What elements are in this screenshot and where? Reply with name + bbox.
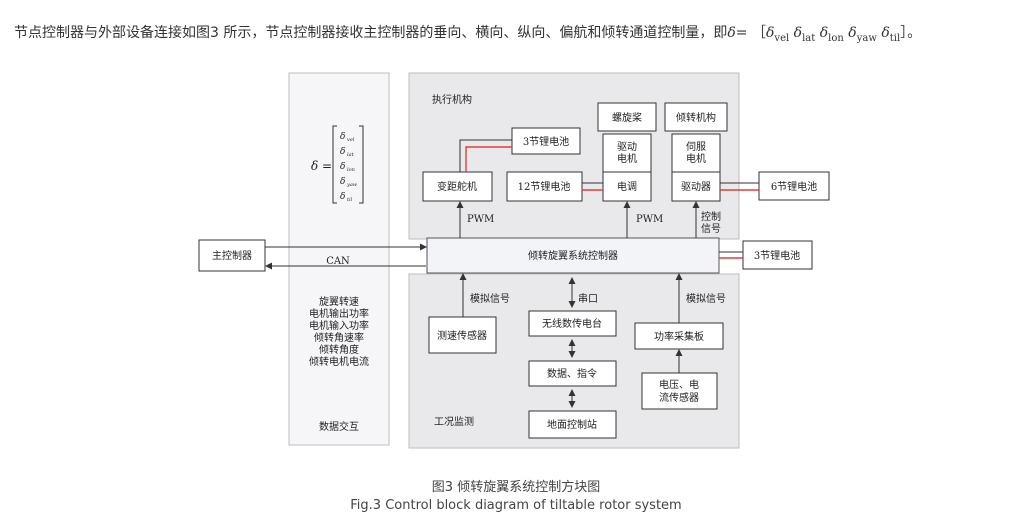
intro-delta: δ bbox=[727, 25, 736, 41]
tilt-mechanism-label: 倾转机构 bbox=[676, 111, 716, 124]
figure-caption-en: Fig.3 Control block diagram of tiltable … bbox=[350, 498, 682, 513]
ctrl-signal-line1: 控制 bbox=[701, 210, 721, 223]
wire-servo-battery-black bbox=[459, 139, 512, 172]
data-exchange-pane bbox=[288, 72, 390, 446]
analog-right-label: 模拟信号 bbox=[686, 292, 726, 305]
data-item-3: 电机输入功率 bbox=[309, 319, 369, 332]
intro-sub-lat: lat bbox=[802, 32, 816, 44]
volt-sensor-box bbox=[641, 372, 718, 410]
propeller-label: 螺旋桨 bbox=[612, 111, 642, 124]
main-controller-label: 主控制器 bbox=[212, 249, 252, 262]
data-item-4: 倾转角速率 bbox=[314, 331, 364, 344]
wireless-radio-box bbox=[528, 310, 617, 337]
battery-6-box bbox=[758, 171, 830, 201]
drive-motor-line1: 驱动 bbox=[617, 141, 637, 153]
volt-sensor-line1: 电压、电 bbox=[659, 378, 699, 391]
matrix-delta-1: δ bbox=[340, 132, 345, 142]
servo-motor-line1: 伺服 bbox=[686, 140, 706, 153]
battery-3-right-box bbox=[742, 240, 813, 270]
ctrl-signal-line2: 信号 bbox=[701, 223, 721, 235]
speed-sensor-box bbox=[428, 316, 497, 354]
power-board-label: 功率采集板 bbox=[654, 330, 704, 343]
matrix-sub-4: yaw bbox=[346, 182, 358, 188]
intro-sub-vel: vel bbox=[774, 32, 790, 44]
matrix-delta-4: δ bbox=[340, 177, 345, 187]
matrix-left-bracket bbox=[332, 125, 337, 204]
intro-delta-vel: δ bbox=[765, 25, 775, 41]
intro-delta-lat: δ bbox=[793, 25, 803, 41]
servo-motor-line2: 电机 bbox=[686, 152, 706, 165]
intro-delta-til: δ bbox=[881, 25, 890, 41]
matrix-sub-5: til bbox=[347, 197, 353, 203]
matrix-delta-5: δ bbox=[340, 192, 345, 202]
intro-delta-lon: δ bbox=[819, 25, 829, 41]
drive-motor-box bbox=[602, 133, 652, 173]
data-command-label: 数据、指令 bbox=[547, 367, 597, 380]
battery-12-label: 12节锂电池 bbox=[518, 180, 571, 193]
data-item-1: 旋翼转速 bbox=[319, 295, 359, 308]
battery-12-box bbox=[506, 171, 583, 202]
ground-station-label: 地面控制站 bbox=[547, 418, 597, 431]
pwm-mid-label: PWM bbox=[636, 214, 663, 225]
intro-paragraph: 节点控制器与外部设备连接如图3 所示，节点控制器接收主控制器的垂向、横向、纵向、… bbox=[14, 22, 1024, 44]
data-item-5: 倾转角度 bbox=[319, 343, 359, 356]
battery-3-top-label: 3节锂电池 bbox=[523, 135, 569, 148]
intro-sub-yaw: yaw bbox=[856, 32, 877, 44]
servo-motor-box bbox=[671, 133, 721, 173]
data-command-box bbox=[528, 360, 617, 387]
driver-label: 驱动器 bbox=[681, 181, 711, 193]
matrix-sub-3: lon bbox=[347, 167, 355, 173]
pwm-left-label: PWM bbox=[467, 214, 494, 225]
esc-label: 电调 bbox=[617, 180, 637, 193]
servo-vp-label: 变距舵机 bbox=[437, 180, 477, 193]
figure-caption-cn: 图3 倾转旋翼系统控制方块图 bbox=[431, 480, 601, 495]
intro-sub-til: til bbox=[889, 32, 901, 44]
matrix-delta-3: δ bbox=[340, 162, 345, 172]
ground-station-box bbox=[528, 410, 617, 439]
delta-lhs: δ = bbox=[311, 159, 332, 173]
intro-close-bracket: ］。 bbox=[900, 25, 922, 41]
matrix-sub-2: lat bbox=[347, 152, 355, 158]
intro-delta-yaw: δ bbox=[848, 25, 857, 41]
propeller-box bbox=[597, 102, 657, 132]
data-exchange-label: 数据交互 bbox=[319, 420, 359, 433]
esc-box bbox=[602, 171, 652, 202]
battery-3-top-box bbox=[511, 127, 581, 155]
can-label: CAN bbox=[326, 256, 350, 267]
volt-sensor-line2: 流传感器 bbox=[659, 391, 699, 404]
battery-6-label: 6节锂电池 bbox=[771, 180, 817, 193]
intro-equals: = bbox=[735, 25, 748, 41]
data-item-6: 倾转电机电流 bbox=[309, 355, 369, 368]
battery-3-right-label: 3节锂电池 bbox=[754, 249, 800, 262]
analog-left-label: 模拟信号 bbox=[470, 292, 510, 305]
wire-servo-battery-red bbox=[465, 146, 512, 172]
main-controller-box bbox=[198, 239, 266, 272]
speed-sensor-label: 测速传感器 bbox=[437, 329, 487, 342]
matrix-sub-1: vel bbox=[347, 137, 355, 143]
matrix-right-bracket bbox=[359, 125, 364, 204]
intro-sub-lon: lon bbox=[828, 32, 844, 44]
data-item-2: 电机输出功率 bbox=[309, 307, 369, 320]
drive-motor-line2: 电机 bbox=[617, 152, 637, 165]
tilt-mechanism-box bbox=[664, 102, 728, 132]
power-board-box bbox=[634, 322, 724, 350]
wireless-radio-label: 无线数传电台 bbox=[542, 317, 602, 330]
intro-text: 节点控制器与外部设备连接如图3 所示，节点控制器接收主控制器的垂向、横向、纵向、… bbox=[14, 25, 728, 41]
intro-open-bracket: ［ bbox=[751, 25, 766, 41]
node-controller-label: 倾转旋翼系统控制器 bbox=[528, 249, 618, 262]
matrix-delta-2: δ bbox=[340, 147, 345, 157]
serial-label: 串口 bbox=[578, 293, 598, 305]
exec-label: 执行机构 bbox=[432, 93, 472, 106]
servo-vp-box bbox=[422, 171, 493, 202]
monitor-label: 工况监测 bbox=[434, 415, 474, 428]
node-controller-box bbox=[426, 237, 720, 274]
